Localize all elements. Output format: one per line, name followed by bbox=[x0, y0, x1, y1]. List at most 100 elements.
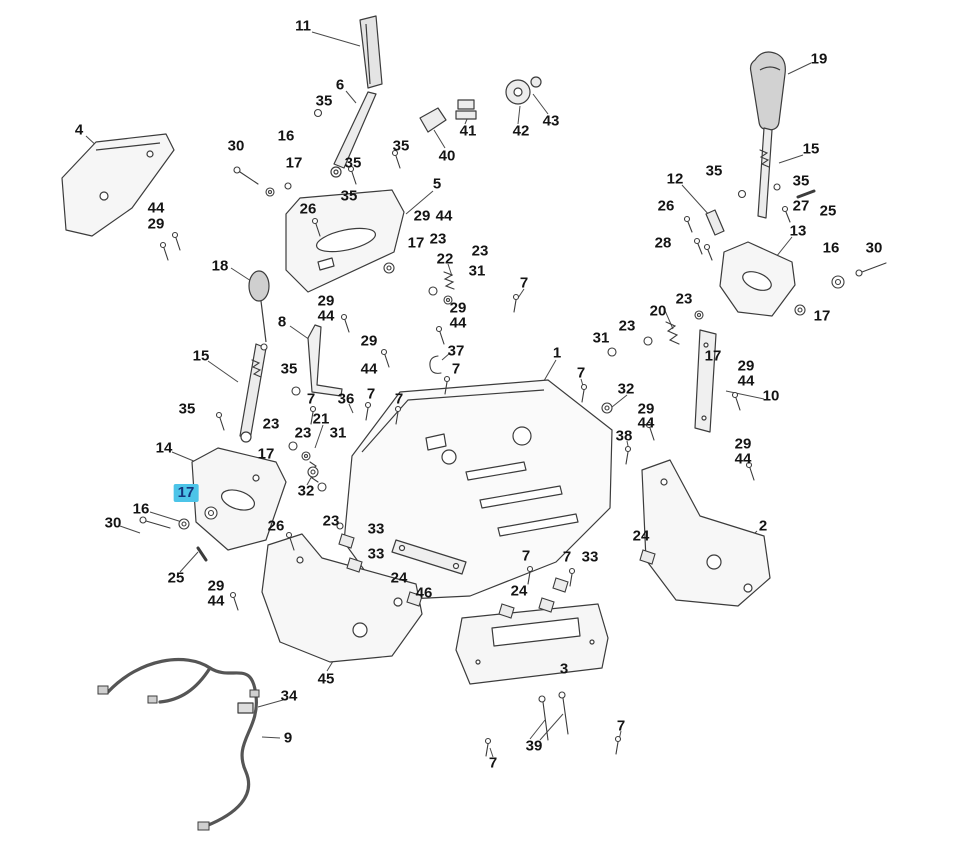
callout-29[interactable]: 29 bbox=[734, 435, 752, 453]
callout-19[interactable]: 19 bbox=[810, 50, 828, 68]
callout-7[interactable]: 7 bbox=[562, 548, 572, 566]
callout-12[interactable]: 12 bbox=[666, 170, 684, 188]
callout-29[interactable]: 29 bbox=[449, 299, 467, 317]
callout-27[interactable]: 27 bbox=[792, 197, 810, 215]
callout-35[interactable]: 35 bbox=[280, 360, 298, 378]
callout-23[interactable]: 23 bbox=[675, 290, 693, 308]
callout-40[interactable]: 40 bbox=[438, 147, 456, 165]
callout-25[interactable]: 25 bbox=[167, 569, 185, 587]
callout-9[interactable]: 9 bbox=[283, 729, 293, 747]
callout-44[interactable]: 44 bbox=[637, 414, 655, 432]
callout-31[interactable]: 31 bbox=[592, 329, 610, 347]
callout-43[interactable]: 43 bbox=[542, 112, 560, 130]
callout-44[interactable]: 44 bbox=[737, 372, 755, 390]
callout-39[interactable]: 39 bbox=[525, 737, 543, 755]
callout-16[interactable]: 16 bbox=[277, 127, 295, 145]
callout-23[interactable]: 23 bbox=[262, 415, 280, 433]
callout-26[interactable]: 26 bbox=[657, 197, 675, 215]
callout-35[interactable]: 35 bbox=[792, 172, 810, 190]
callout-33[interactable]: 33 bbox=[367, 545, 385, 563]
callout-6[interactable]: 6 bbox=[335, 76, 345, 94]
callout-5[interactable]: 5 bbox=[432, 175, 442, 193]
callout-2[interactable]: 2 bbox=[758, 517, 768, 535]
callout-17[interactable]: 17 bbox=[704, 347, 722, 365]
callout-44[interactable]: 44 bbox=[317, 307, 335, 325]
callout-20[interactable]: 20 bbox=[649, 302, 667, 320]
callout-32[interactable]: 32 bbox=[297, 482, 315, 500]
callout-29[interactable]: 29 bbox=[207, 577, 225, 595]
callout-23[interactable]: 23 bbox=[471, 242, 489, 260]
callout-24[interactable]: 24 bbox=[632, 527, 650, 545]
callout-31[interactable]: 31 bbox=[329, 424, 347, 442]
callout-41[interactable]: 41 bbox=[459, 122, 477, 140]
callout-44[interactable]: 44 bbox=[449, 314, 467, 332]
callout-29[interactable]: 29 bbox=[147, 215, 165, 233]
callout-44[interactable]: 44 bbox=[435, 207, 453, 225]
callout-23[interactable]: 23 bbox=[322, 512, 340, 530]
callout-7[interactable]: 7 bbox=[616, 717, 626, 735]
callout-29[interactable]: 29 bbox=[737, 357, 755, 375]
callout-35[interactable]: 35 bbox=[340, 187, 358, 205]
callout-4[interactable]: 4 bbox=[74, 121, 84, 139]
callout-15[interactable]: 15 bbox=[802, 140, 820, 158]
callout-44[interactable]: 44 bbox=[360, 360, 378, 378]
callout-21[interactable]: 21 bbox=[312, 410, 330, 428]
callout-7[interactable]: 7 bbox=[366, 385, 376, 403]
callout-7[interactable]: 7 bbox=[521, 547, 531, 565]
callout-18[interactable]: 18 bbox=[211, 257, 229, 275]
callout-35[interactable]: 35 bbox=[315, 92, 333, 110]
callout-3[interactable]: 3 bbox=[559, 660, 569, 678]
callout-16[interactable]: 16 bbox=[822, 239, 840, 257]
callout-31[interactable]: 31 bbox=[468, 262, 486, 280]
callout-34[interactable]: 34 bbox=[280, 687, 298, 705]
callout-7[interactable]: 7 bbox=[451, 360, 461, 378]
callout-38[interactable]: 38 bbox=[615, 427, 633, 445]
callout-1[interactable]: 1 bbox=[552, 344, 562, 362]
callout-7[interactable]: 7 bbox=[394, 390, 404, 408]
callout-10[interactable]: 10 bbox=[762, 387, 780, 405]
callout-7[interactable]: 7 bbox=[576, 364, 586, 382]
callout-17[interactable]: 17 bbox=[285, 154, 303, 172]
callout-14[interactable]: 14 bbox=[155, 439, 173, 457]
callout-45[interactable]: 45 bbox=[317, 670, 335, 688]
callout-30[interactable]: 30 bbox=[227, 137, 245, 155]
callout-44[interactable]: 44 bbox=[147, 199, 165, 217]
callout-32[interactable]: 32 bbox=[617, 380, 635, 398]
callout-28[interactable]: 28 bbox=[654, 234, 672, 252]
callout-37[interactable]: 37 bbox=[447, 342, 465, 360]
callout-35[interactable]: 35 bbox=[392, 137, 410, 155]
callout-29[interactable]: 29 bbox=[317, 292, 335, 310]
callout-8[interactable]: 8 bbox=[277, 313, 287, 331]
callout-23[interactable]: 23 bbox=[429, 230, 447, 248]
callout-24[interactable]: 24 bbox=[390, 569, 408, 587]
callout-25[interactable]: 25 bbox=[819, 202, 837, 220]
callout-29[interactable]: 29 bbox=[637, 400, 655, 418]
callout-33[interactable]: 33 bbox=[367, 520, 385, 538]
callout-23[interactable]: 23 bbox=[294, 424, 312, 442]
callout-46[interactable]: 46 bbox=[415, 584, 433, 602]
callout-13[interactable]: 13 bbox=[789, 222, 807, 240]
callout-15[interactable]: 15 bbox=[192, 347, 210, 365]
callout-17[interactable]: 17 bbox=[813, 307, 831, 325]
callout-29[interactable]: 29 bbox=[413, 207, 431, 225]
callout-35[interactable]: 35 bbox=[344, 154, 362, 172]
callout-17[interactable]: 17 bbox=[407, 234, 425, 252]
callout-17[interactable]: 17 bbox=[257, 445, 275, 463]
callout-42[interactable]: 42 bbox=[512, 122, 530, 140]
callout-26[interactable]: 26 bbox=[299, 200, 317, 218]
callout-23[interactable]: 23 bbox=[618, 317, 636, 335]
callout-24[interactable]: 24 bbox=[510, 582, 528, 600]
callout-30[interactable]: 30 bbox=[104, 514, 122, 532]
callout-35[interactable]: 35 bbox=[178, 400, 196, 418]
callout-44[interactable]: 44 bbox=[207, 592, 225, 610]
callout-11[interactable]: 11 bbox=[295, 17, 311, 35]
callout-36[interactable]: 36 bbox=[337, 390, 355, 408]
callout-7[interactable]: 7 bbox=[488, 754, 498, 772]
callout-33[interactable]: 33 bbox=[581, 548, 599, 566]
callout-7[interactable]: 7 bbox=[519, 274, 529, 292]
callout-44[interactable]: 44 bbox=[734, 450, 752, 468]
callout-35[interactable]: 35 bbox=[705, 162, 723, 180]
callout-17-highlighted[interactable]: 17 bbox=[173, 484, 199, 502]
callout-29[interactable]: 29 bbox=[360, 332, 378, 350]
callout-7[interactable]: 7 bbox=[306, 390, 316, 408]
